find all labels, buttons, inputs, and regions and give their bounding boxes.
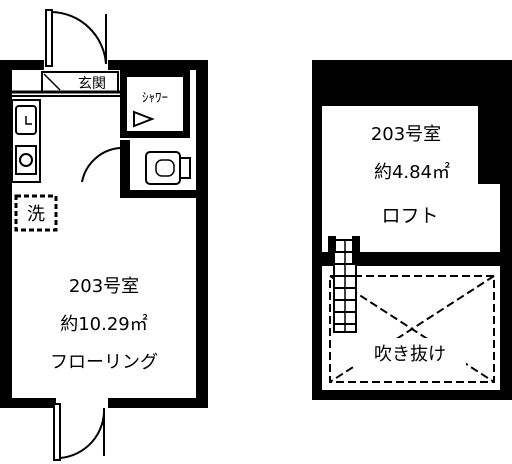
shower-label: ｼｬﾜｰ — [142, 91, 168, 106]
loft-walls — [312, 60, 512, 400]
entrance-label: 玄関 — [78, 75, 106, 92]
toilet-room — [81, 140, 196, 198]
entrance-door — [45, 9, 107, 67]
washer-label: 洗 — [27, 204, 45, 225]
loft-ladder — [328, 236, 360, 333]
bottom-door — [53, 403, 106, 461]
kitchen-area — [11, 99, 41, 183]
loft-room-number: 203号室 — [371, 124, 441, 145]
main-floor: 玄関 ｼｬﾜｰ 洗 203号室 約10.29㎡ フローリング — [0, 9, 208, 461]
loft-label: ロフト — [381, 205, 438, 227]
loft-floor: 203号室 約4.84㎡ ロフト 吹き抜け — [312, 60, 512, 400]
floor-type-label: フローリング — [50, 352, 158, 373]
shower-unit — [120, 70, 190, 138]
entrance-area — [12, 71, 120, 97]
main-room-area: 約10.29㎡ — [60, 313, 148, 335]
main-room-number: 203号室 — [69, 276, 139, 297]
atrium-label: 吹き抜け — [374, 344, 446, 365]
washer-space — [14, 194, 58, 232]
main-floor-walls — [0, 60, 208, 408]
loft-area: 約4.84㎡ — [374, 161, 450, 183]
